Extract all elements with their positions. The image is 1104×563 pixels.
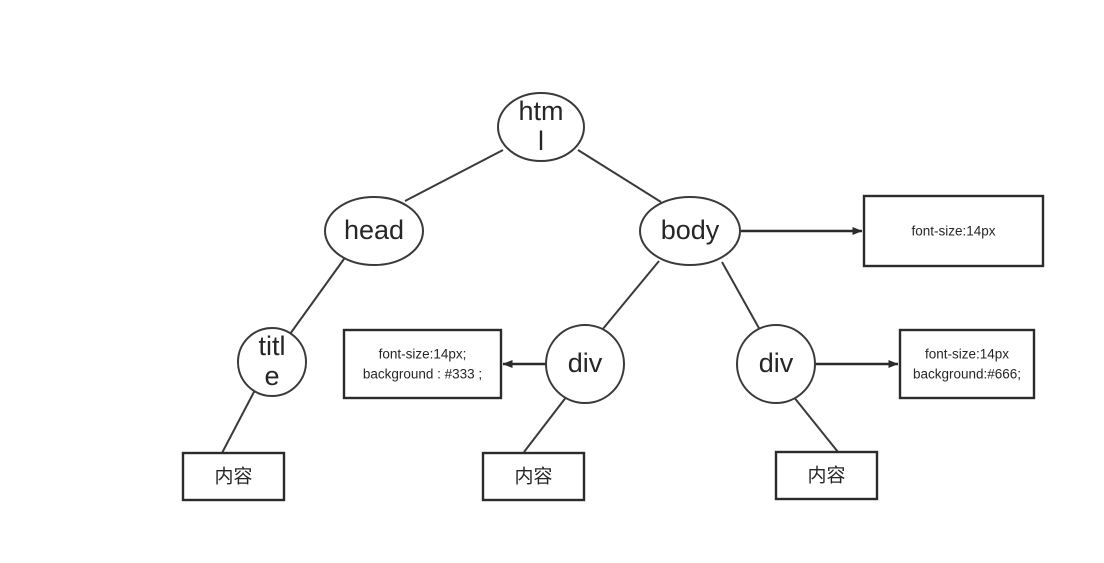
node-div-left-label: div <box>568 348 603 378</box>
annotation-div-left-style: font-size:14px; background : #333 ; <box>342 328 503 400</box>
annotation-div-right-style-line2: background:#666; <box>913 367 1021 382</box>
content-box-div-left-rect <box>481 451 586 502</box>
node-body[interactable]: body <box>639 196 741 266</box>
node-head[interactable]: head <box>324 196 424 266</box>
node-title[interactable]: titl e <box>237 327 307 397</box>
node-html-label-line2: l <box>538 126 544 156</box>
edge-head-title <box>289 258 345 335</box>
node-body-shape <box>639 196 741 266</box>
node-html-shape <box>497 92 585 162</box>
node-html-label-line1: htm <box>518 96 563 126</box>
annotation-arrows <box>502 227 899 368</box>
content-box-title-rect <box>181 451 286 502</box>
edge-div-right-content <box>792 395 839 453</box>
content-box-div-right-rect <box>774 450 879 501</box>
tree-edges <box>221 149 839 454</box>
content-box-div-right: 内容 <box>774 450 879 501</box>
node-div-right-label: div <box>759 348 794 378</box>
content-box-title-label: 内容 <box>214 466 252 488</box>
annotation-div-right-style-box <box>898 328 1036 400</box>
node-div-left-shape <box>545 324 625 404</box>
annotation-body-style-box <box>862 194 1045 268</box>
node-head-label: head <box>344 215 404 245</box>
content-box-title: 内容 <box>181 451 286 502</box>
node-html[interactable]: htm l <box>497 92 585 162</box>
edge-title-content <box>221 389 256 454</box>
annotation-div-left-style-line2: background : #333 ; <box>363 367 482 382</box>
node-title-label-line1: titl <box>259 331 286 361</box>
content-box-div-left-label: 内容 <box>514 466 552 488</box>
edge-html-body <box>577 149 662 203</box>
annotation-div-right-style: font-size:14px background:#666; <box>898 328 1036 400</box>
edge-body-div-left <box>601 260 660 331</box>
content-box-div-left: 内容 <box>481 451 586 502</box>
edge-body-div-right <box>721 261 761 331</box>
node-title-shape <box>237 327 307 397</box>
node-body-label: body <box>661 215 720 245</box>
node-div-left[interactable]: div <box>545 324 625 404</box>
edge-html-head <box>404 149 504 202</box>
annotation-body-style-line1: font-size:14px <box>911 224 995 239</box>
node-div-right-shape <box>736 324 816 404</box>
annotation-div-left-style-line1: font-size:14px; <box>379 347 467 362</box>
annotation-body-style: font-size:14px <box>862 194 1045 268</box>
node-div-right[interactable]: div <box>736 324 816 404</box>
annotation-div-right-style-line1: font-size:14px <box>925 347 1009 362</box>
node-title-label-line2: e <box>264 361 279 391</box>
content-box-div-right-label: 内容 <box>807 465 845 487</box>
node-head-shape <box>324 196 424 266</box>
edge-div-left-content <box>523 395 568 453</box>
annotation-div-left-style-box <box>342 328 503 400</box>
